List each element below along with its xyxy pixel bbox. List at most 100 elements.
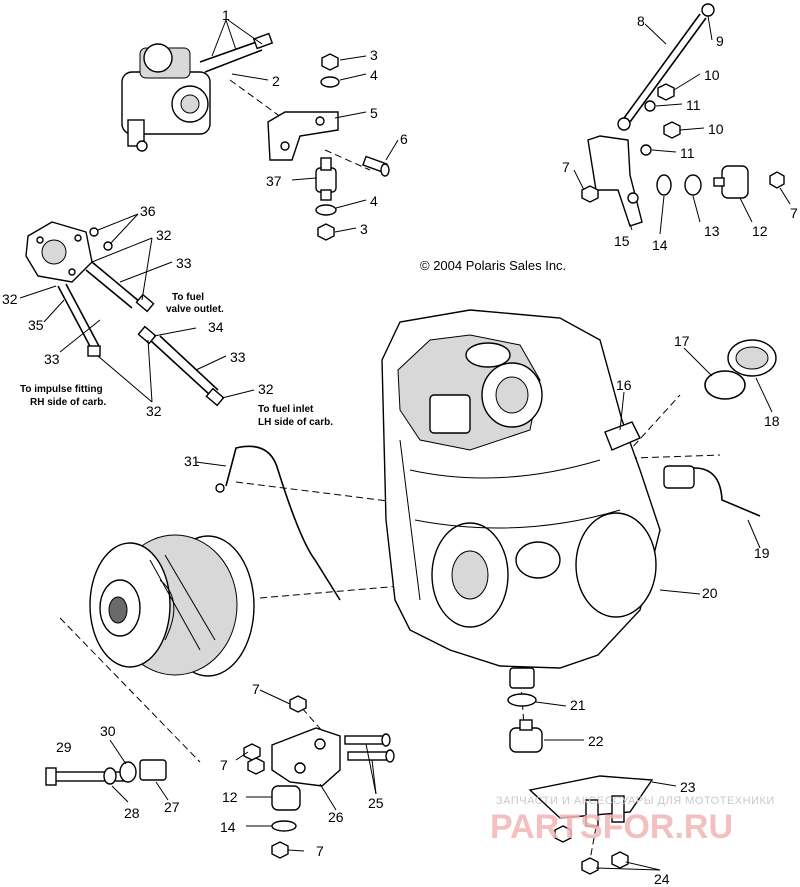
callout-23: 23 (680, 779, 696, 795)
callout-2: 2 (272, 73, 280, 89)
callout-11: 11 (686, 97, 701, 113)
leader-lines (19, 15, 791, 871)
nut-7-lower-pair (243, 743, 265, 775)
rubber-mount-12-lower (271, 785, 301, 811)
callout-9: 9 (716, 33, 724, 49)
callout-11b: 11 (680, 145, 695, 161)
washer-30 (119, 761, 137, 783)
nut-24-left (581, 857, 599, 875)
callout-37: 37 (266, 173, 282, 189)
fuel-hoses (57, 227, 225, 407)
callout-33b: 33 (44, 351, 60, 367)
nut-3-bottom (317, 223, 335, 241)
callout-10: 10 (704, 67, 720, 83)
callout-32a: 32 (156, 227, 172, 243)
callout-1: 1 (222, 7, 230, 23)
callout-12: 12 (752, 223, 768, 239)
bracket-15 (587, 135, 643, 227)
spacer-27 (139, 759, 167, 781)
carburetor (121, 32, 274, 152)
callout-26: 26 (328, 809, 344, 825)
callout-30: 30 (100, 723, 116, 739)
callout-6: 6 (400, 131, 408, 147)
callout-29: 29 (56, 739, 72, 755)
bolts-25 (344, 733, 395, 763)
watermark: ЗАПЧАСТИ И АКСЕССУАРЫ ДЛЯ МОТОТЕХНИКИ PA… (490, 795, 774, 846)
callout-27: 27 (164, 799, 180, 815)
nut-7-bottom-right (554, 825, 572, 843)
nut-7-lower-top (289, 695, 307, 713)
seal-18 (727, 339, 777, 377)
engine-case (381, 309, 661, 689)
callout-17: 17 (674, 333, 690, 349)
fuel-pump (25, 221, 93, 283)
washer-11-upper (644, 100, 656, 112)
rubber-mount-37 (315, 157, 337, 201)
note-impulse-2: RH side of carb. (30, 397, 106, 408)
nut-7-right-left (581, 185, 599, 203)
mount-bracket-23 (528, 775, 654, 827)
callout-13: 13 (704, 223, 720, 239)
rubber-mount-12-right (713, 165, 749, 199)
linkage-rod-8 (617, 3, 715, 131)
callout-35: 35 (28, 317, 44, 333)
note-inlet-1: To fuel inlet (258, 404, 314, 415)
callout-15: 15 (614, 233, 630, 249)
callout-32b: 32 (2, 291, 18, 307)
callout-4: 4 (370, 67, 378, 83)
nut-7-lower-bottom (271, 841, 289, 859)
callout-33c: 33 (230, 349, 246, 365)
nut-24-right (611, 851, 629, 869)
callout-20: 20 (702, 585, 718, 601)
washer-21 (507, 693, 537, 707)
callout-10b: 10 (708, 121, 724, 137)
callout-7a: 7 (562, 159, 570, 175)
washer-4-top (320, 76, 340, 88)
callout-24: 24 (654, 871, 670, 887)
callout-7d: 7 (220, 757, 228, 773)
note-fuel-valve-2: valve outlet. (166, 304, 224, 315)
callout-22: 22 (588, 733, 604, 749)
callout-4b: 4 (370, 193, 378, 209)
washer-28 (103, 767, 117, 785)
clamp-17 (704, 370, 746, 400)
clutch-assembly (89, 534, 255, 677)
callout-14b: 14 (220, 819, 236, 835)
washer-14-right (656, 174, 672, 196)
callout-3b: 3 (360, 221, 368, 237)
washer-11-lower (640, 144, 652, 156)
callout-18: 18 (764, 413, 780, 429)
routing-notes: To fuel valve outlet. To impulse fitting… (20, 292, 333, 428)
callout-14: 14 (652, 237, 668, 253)
callout-3: 3 (370, 47, 378, 63)
callout-7c: 7 (252, 681, 260, 697)
callout-34: 34 (208, 319, 224, 335)
callout-32c: 32 (258, 381, 274, 397)
watermark-line2: PARTSFOR.RU (490, 808, 733, 846)
callout-31: 31 (184, 453, 200, 469)
callout-33a: 33 (176, 255, 192, 271)
washer-13-right (684, 174, 702, 196)
callout-labels: 1 2 3 4 5 6 37 4 3 8 9 10 11 10 11 7 7 1… (2, 7, 798, 887)
note-fuel-valve-1: To fuel (172, 292, 204, 303)
callout-16: 16 (616, 377, 632, 393)
rubber-mount-22 (509, 719, 543, 753)
note-inlet-2: LH side of carb. (258, 417, 333, 428)
callout-36: 36 (140, 203, 156, 219)
copyright-text: © 2004 Polaris Sales Inc. (420, 258, 566, 273)
note-impulse-1: To impulse fitting (20, 384, 103, 395)
callout-25: 25 (368, 795, 384, 811)
bolt-6 (362, 155, 390, 177)
nut-7-right-end (769, 171, 785, 189)
breather-tube-16 (604, 421, 641, 451)
callout-19: 19 (754, 545, 770, 561)
bracket-26 (271, 727, 341, 787)
callout-5: 5 (370, 105, 378, 121)
callout-12b: 12 (222, 789, 238, 805)
nut-3-top (321, 53, 339, 71)
washer-4-bottom (315, 204, 337, 216)
callout-7e: 7 (316, 843, 324, 859)
wire-19 (663, 465, 761, 517)
cable-31 (215, 445, 341, 601)
